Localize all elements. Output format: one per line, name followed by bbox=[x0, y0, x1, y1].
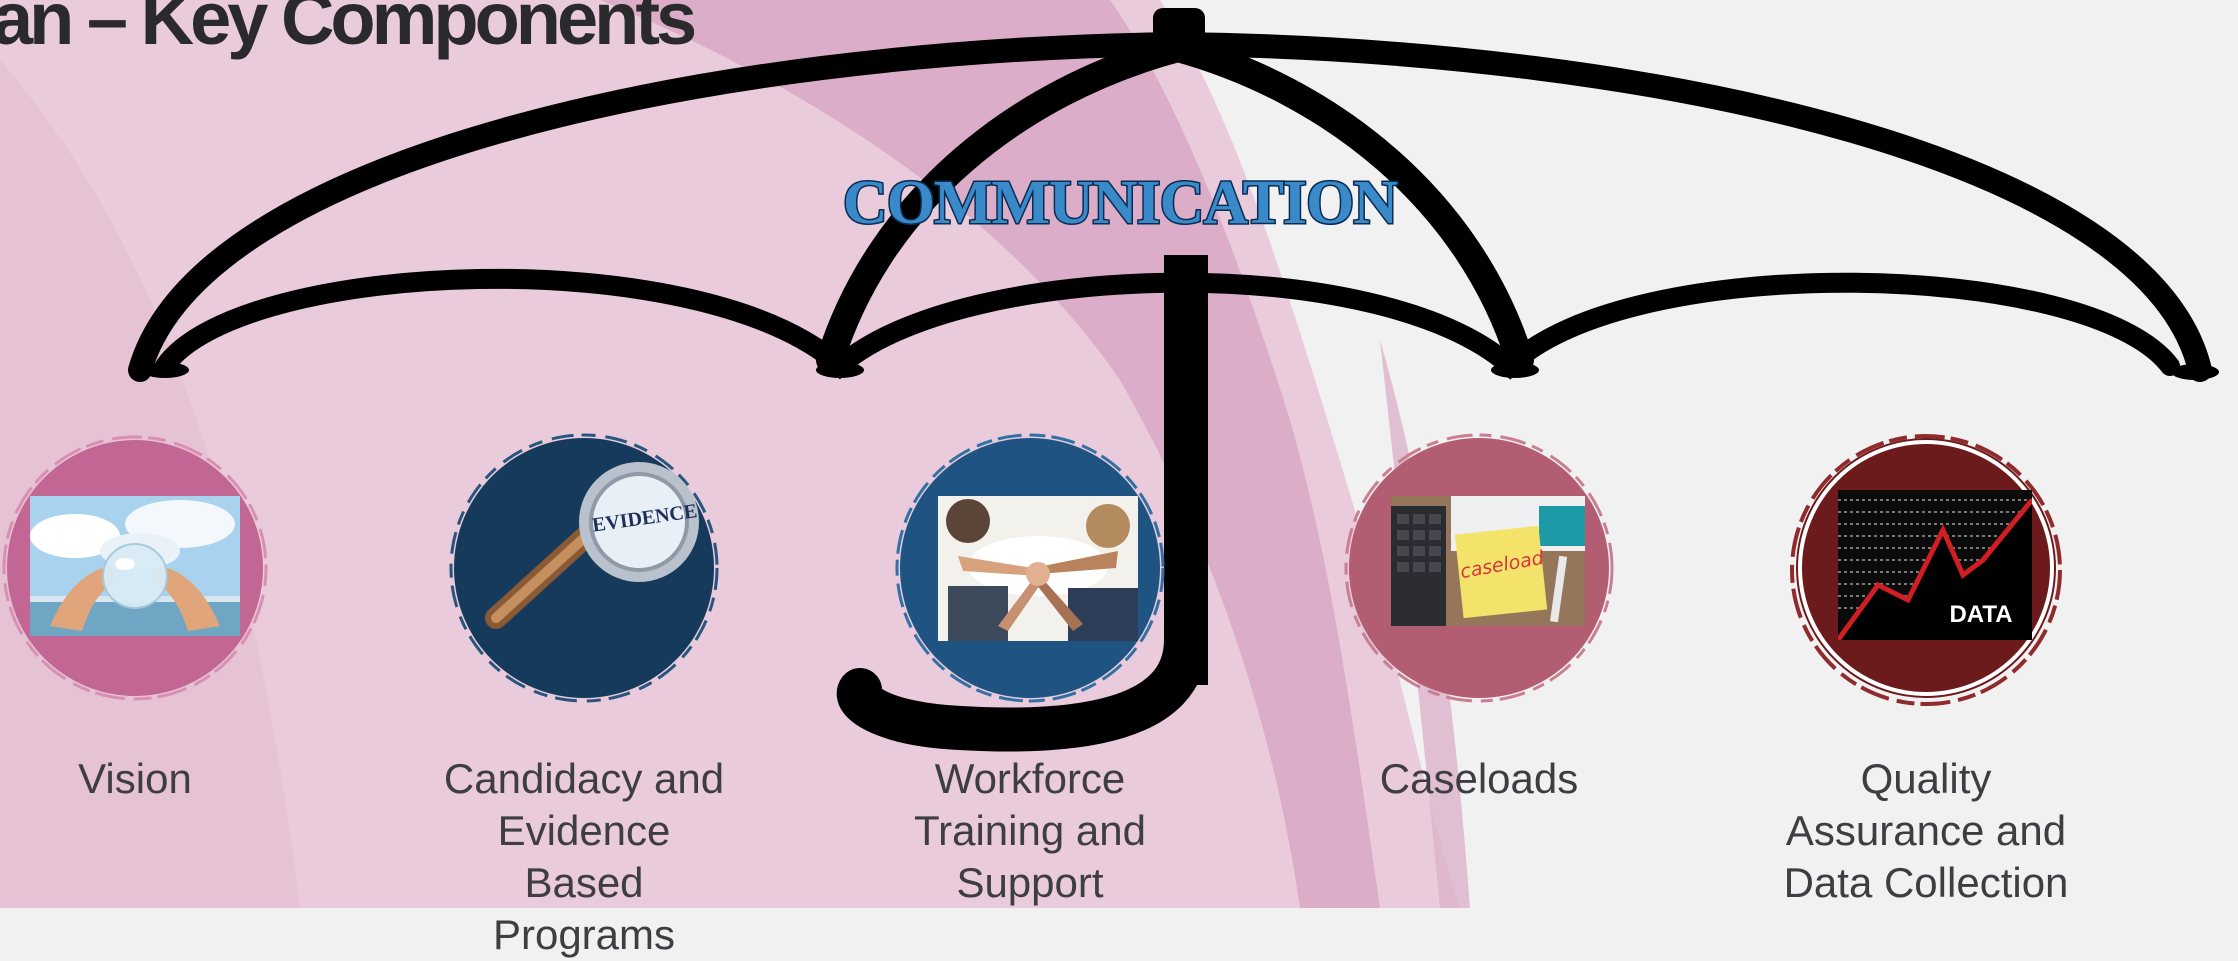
candidacy-circle: EVIDENCE bbox=[434, 428, 734, 708]
component-label: Quality Assurance and Data Collection bbox=[1783, 755, 2069, 906]
communication-label: COMMUNICATION bbox=[843, 169, 1397, 237]
slide-title: an – Key Components bbox=[0, 0, 697, 60]
component-label: Workforce Training and Support bbox=[914, 755, 1146, 906]
mauve-brush-stroke bbox=[600, 0, 1380, 908]
umbrella-rib-right bbox=[1164, 34, 1534, 374]
caseloads-circle: caseload bbox=[1329, 428, 1629, 708]
component-label: Vision bbox=[78, 755, 192, 802]
workforce-circle bbox=[880, 428, 1180, 708]
component-label: Caseloads bbox=[1379, 755, 1579, 802]
data-badge: DATA bbox=[1949, 601, 2013, 628]
umbrella-shaft bbox=[1164, 255, 1208, 685]
component-label: Candidacy and Evidence Based Programs bbox=[443, 755, 725, 958]
umbrella-handle bbox=[836, 618, 1208, 752]
umbrella-rib-left bbox=[816, 34, 1192, 374]
caseload-note-icon bbox=[1391, 496, 1585, 626]
quality-circle: DATA bbox=[1776, 428, 2076, 708]
magnifier-evidence-icon bbox=[485, 462, 699, 629]
crystal-ball-icon bbox=[30, 496, 240, 636]
team-hands-icon bbox=[938, 496, 1138, 641]
umbrella-graphic: COMMUNICATION bbox=[128, 8, 2219, 752]
vision-circle bbox=[0, 428, 285, 708]
data-chart-icon bbox=[1838, 490, 2032, 640]
umbrella-tips bbox=[141, 362, 2219, 380]
